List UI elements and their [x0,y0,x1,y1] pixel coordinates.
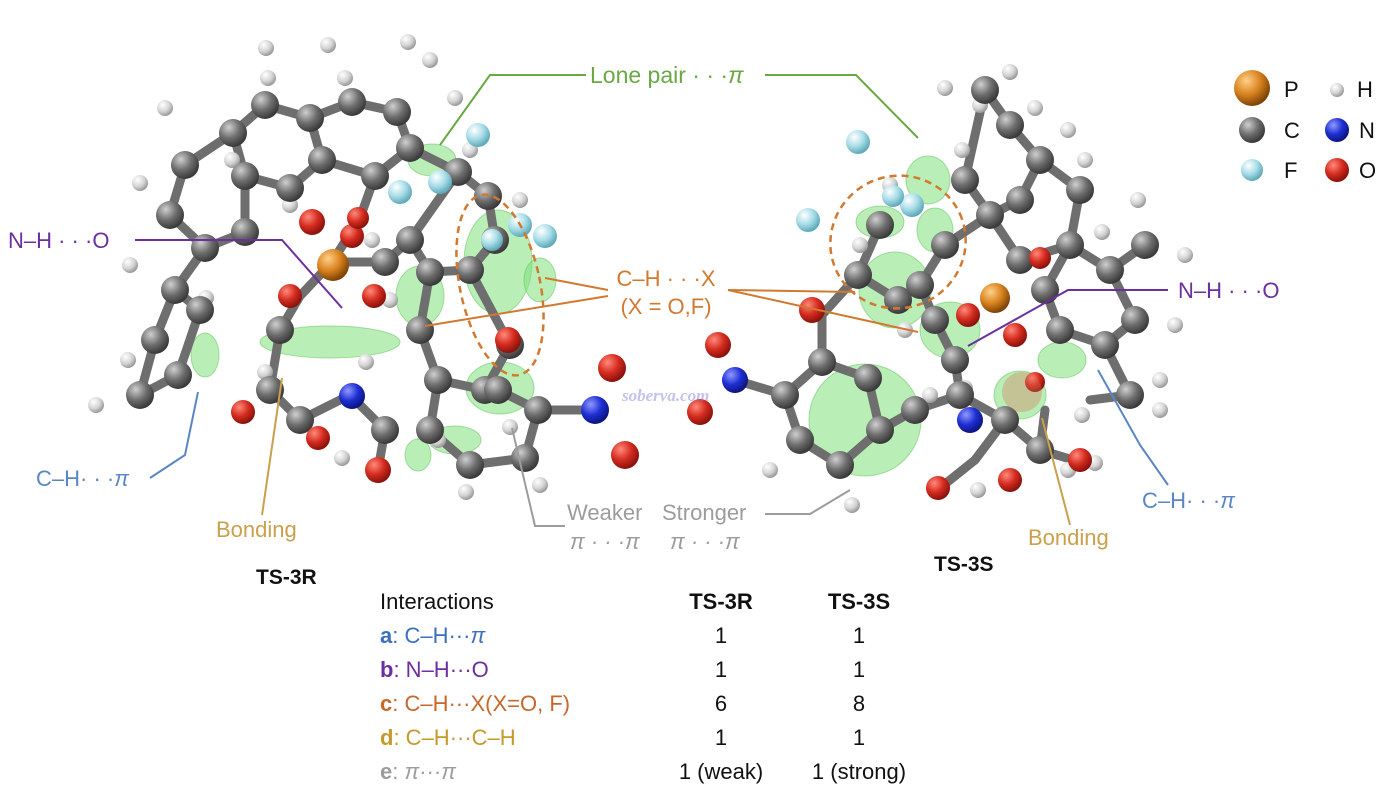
value-ts-3s: 1 (strong) [811,759,907,784]
element-legend: P H C N F O [1234,70,1376,183]
row-label: c: C–H···X(X=O, F) [380,687,658,721]
legend-item-p: P [1234,70,1299,106]
molecule-ts-3r [88,34,639,500]
bonding-label-left: Bonding [216,517,297,542]
bonding-leaders [261,377,1071,526]
row-text: : C–H···C–H [393,725,516,750]
table-header-row: Interactions TS-3R TS-3S [380,585,934,619]
pi-pi-label-right: π · · ·π [670,529,741,554]
row-letter: a [380,623,393,648]
value-ts-3s: 1 [852,725,866,750]
ch-pi-leaders [149,369,1169,486]
table-row: e: π···π 1 (weak) 1 (strong) [380,755,934,789]
legend-item-n: N [1325,118,1375,143]
value-ts-3s: 8 [852,691,866,716]
header-ts-3r: TS-3R [689,589,753,614]
value-ts-3r: 1 [714,657,728,682]
legend-label-f: F [1284,158,1297,183]
row-label: a: C–H···π [380,619,658,653]
row-text: : N–H···O [393,657,489,682]
bonding-label-right: Bonding [1028,525,1109,550]
nh-o-label-left: N–H · · ·O [8,228,109,253]
title-ts-3s: TS-3S [934,553,994,576]
value-ts-3r: 6 [714,691,728,716]
row-letter: e [380,759,393,784]
table-row: d: C–H···C–H 1 1 [380,721,934,755]
weaker-label: Weaker [567,500,642,525]
ch-x-label-line1: C–H · · ·X [617,266,716,291]
value-ts-3r: 1 [714,725,728,750]
legend-label-o: O [1359,158,1376,183]
row-label: b: N–H···O [380,653,658,687]
header-interactions: Interactions [380,589,494,614]
orange-dashed-region-right [829,174,967,310]
header-ts-3s: TS-3S [827,589,891,614]
atoms-right [687,64,1193,513]
legend-label-c: C [1284,118,1300,143]
atoms-left [88,34,639,500]
row-pi: π···π [404,759,456,784]
row-letter: c [380,691,393,716]
legend-label-p: P [1284,77,1299,102]
lone-pair-label: Lone pair · · ·π [590,62,744,88]
molecule-ts-3s [687,64,1193,513]
nh-o-leaders [135,239,1168,347]
value-ts-3s: 1 [852,657,866,682]
row-pi: π [470,623,486,648]
interactions-table: Interactions TS-3R TS-3S a: C–H···π 1 1 … [380,585,934,789]
ch-pi-label-left: C–H· · ·π [36,466,130,491]
legend-item-f: F [1241,158,1297,183]
nh-o-label-right: N–H · · ·O [1178,278,1279,303]
value-ts-3r: 1 (weak) [678,759,764,784]
row-text: : C–H···X(X=O, F) [392,691,571,716]
value-ts-3r: 1 [714,623,728,648]
ch-x-label-line2: (X = O,F) [620,294,711,319]
ch-x-leaders [424,277,919,333]
pi-pi-label-left: π · · ·π [570,529,641,554]
lone-pair-leaders [439,74,919,146]
stronger-label: Stronger [662,500,746,525]
table-row: a: C–H···π 1 1 [380,619,934,653]
legend-item-c: C [1239,117,1300,143]
title-ts-3r: TS-3R [256,566,317,589]
watermark: soberva.com [622,386,710,405]
ch-pi-label-right: C–H· · ·π [1142,488,1236,513]
legend-item-h: H [1330,77,1373,102]
pi-pi-leaders [511,427,851,527]
row-letter: b [380,657,394,682]
row-text: : C–H··· [392,623,471,648]
legend-item-o: O [1325,158,1376,183]
leader-lines [135,74,1169,527]
interaction-labels: Lone pair · · ·π N–H · · ·O N–H · · ·O C… [8,62,1279,554]
table-row: b: N–H···O 1 1 [380,653,934,687]
legend-label-n: N [1359,118,1375,143]
row-label: e: π···π [380,755,658,789]
row-text: : [392,759,405,784]
value-ts-3s: 1 [852,623,866,648]
table-row: c: C–H···X(X=O, F) 6 8 [380,687,934,721]
orange-dashed-region-left [455,193,545,377]
legend-label-h: H [1357,77,1373,102]
row-label: d: C–H···C–H [380,721,658,755]
row-letter: d [380,725,394,750]
